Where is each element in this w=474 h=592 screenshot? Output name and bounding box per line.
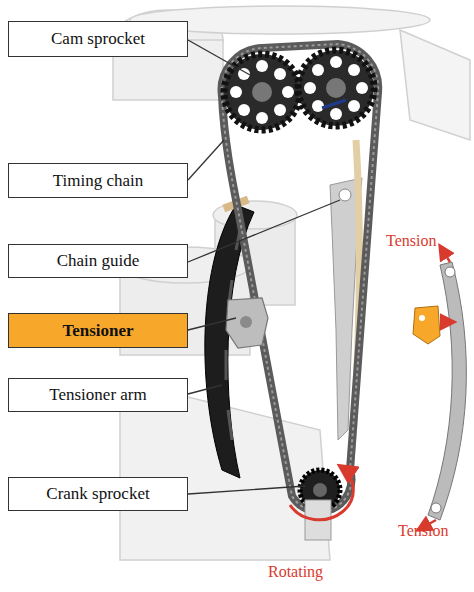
inset-tensioner xyxy=(413,246,466,530)
force-label: Tension xyxy=(386,232,436,250)
force-label: Rotating xyxy=(268,563,323,581)
part-name: Tensioner xyxy=(62,321,133,341)
part-name: Timing chain xyxy=(53,171,144,191)
rotation-arrow xyxy=(290,466,353,520)
cam-sprocket-left xyxy=(224,54,300,130)
crank-sprocket xyxy=(300,470,340,540)
part-label-box: Timing chain xyxy=(8,163,188,198)
part-name: Tensioner arm xyxy=(49,385,146,405)
part-name: Crank sprocket xyxy=(46,484,149,504)
timing-chain xyxy=(222,44,379,512)
tensioner-body xyxy=(226,298,268,348)
cam-sprocket-right xyxy=(298,50,374,126)
highlight-label-box: Tensioner xyxy=(8,313,188,348)
part-label-box: Chain guide xyxy=(8,244,188,278)
part-label-box: Crank sprocket xyxy=(8,477,188,511)
leader-lines xyxy=(188,40,340,494)
part-label-box: Cam sprocket xyxy=(8,21,188,57)
force-label: Tension xyxy=(398,522,448,540)
part-name: Chain guide xyxy=(57,251,140,271)
part-name: Cam sprocket xyxy=(51,29,145,49)
part-label-box: Tensioner arm xyxy=(8,378,188,412)
